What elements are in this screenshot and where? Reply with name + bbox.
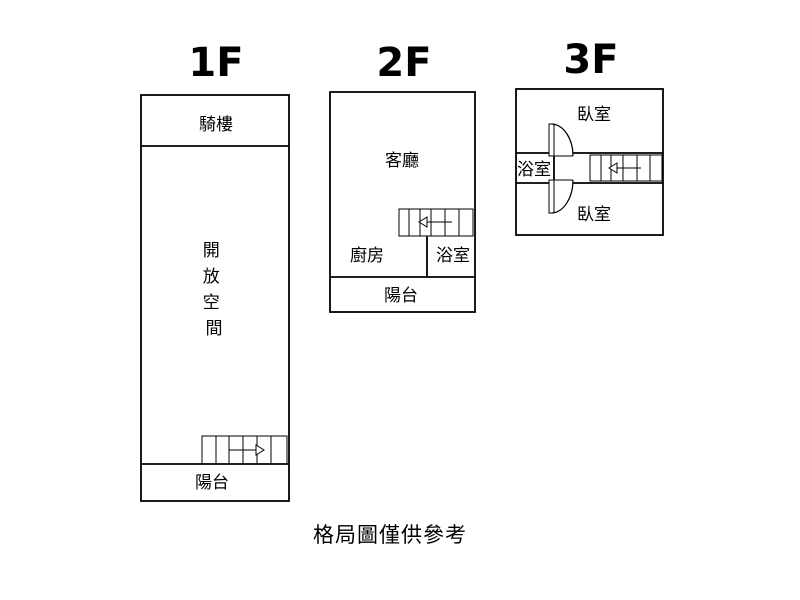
stair-arrow-left-icon (608, 162, 618, 174)
room-open-space: 開 放 空 間 (203, 241, 225, 339)
staircase-1f (201, 435, 288, 465)
room-bath-3f: 浴室 (517, 160, 551, 180)
room-kitchen: 廚房 (350, 245, 384, 266)
caption: 格局圖僅供參考 (313, 523, 467, 547)
room-living: 客廳 (385, 151, 419, 171)
floor-1f: 1F 騎樓 開 放 空 間 陽台 (140, 40, 290, 502)
staircase-2f (398, 208, 474, 237)
door-swing-bottom-icon (551, 179, 574, 214)
room-balcony-2f: 陽台 (384, 286, 418, 306)
room-bath-2f: 浴室 (436, 246, 470, 266)
floor-1f-outline (140, 94, 290, 502)
floor-3f-title: 3F (563, 37, 618, 83)
floor-2f-outline (329, 91, 476, 313)
floor-2f-title: 2F (376, 40, 431, 86)
stair-arrow-right-icon (255, 444, 265, 456)
door-jamb-bottom (548, 179, 555, 214)
door-jamb-top (548, 123, 555, 157)
floor-2f: 2F 客廳 廚房 浴室 陽台 (329, 40, 476, 313)
floor-3f: 3F 臥室 浴室 臥室 (515, 37, 664, 236)
room-arcade: 騎樓 (199, 115, 233, 135)
door-swing-top-icon (551, 123, 574, 157)
staircase-3f (589, 154, 663, 182)
floor-1f-title: 1F (188, 40, 243, 86)
room-bedroom-top: 臥室 (577, 105, 611, 125)
room-bedroom-bottom: 臥室 (577, 205, 611, 225)
floor-3f-outline (515, 88, 664, 236)
room-balcony-1f: 陽台 (195, 473, 229, 493)
stair-arrow-left-icon (418, 216, 428, 228)
